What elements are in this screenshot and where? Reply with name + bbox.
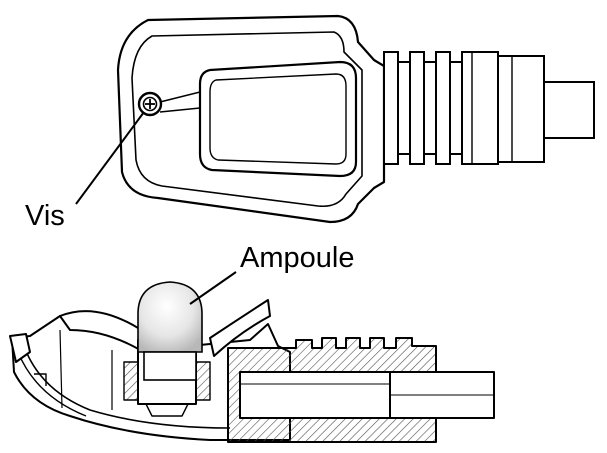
top-view xyxy=(116,14,386,224)
ribbed-connector-top xyxy=(383,51,595,165)
housing-inner-outline xyxy=(131,31,363,208)
cross-section-view xyxy=(9,299,495,443)
screw-leader-line xyxy=(75,111,145,205)
housing-outer-outline xyxy=(116,14,386,224)
bulb-label: Ampoule xyxy=(240,242,355,274)
housing-window-inner xyxy=(209,73,347,165)
reflector-bowl-right xyxy=(209,299,271,357)
housing-window xyxy=(198,60,358,178)
screw-label: Vis xyxy=(25,200,65,232)
bulb-icon xyxy=(137,281,203,381)
screw-head-icon xyxy=(137,91,163,117)
bulb-leader-line xyxy=(189,271,237,305)
